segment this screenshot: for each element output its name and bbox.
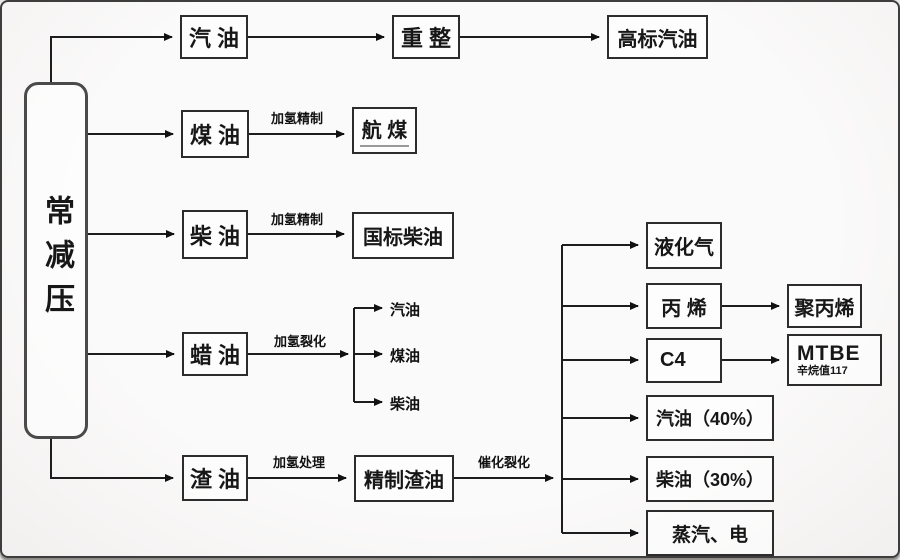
node-atmospheric-vacuum-distillation: 常减压 <box>24 82 88 439</box>
node-lpg: 液化气 <box>646 222 722 269</box>
node-label: 汽 油 <box>188 26 240 51</box>
node-label: 丙 烯 <box>661 297 707 320</box>
node-gasoline: 汽 油 <box>180 15 248 59</box>
node-reforming: 重 整 <box>392 15 460 59</box>
node-national-standard-diesel: 国标柴油 <box>352 212 454 259</box>
node-label: C4 <box>660 349 686 371</box>
node-label: 蒸汽、电 <box>671 524 748 546</box>
node-refined-residue: 精制渣油 <box>354 455 454 502</box>
node-label: 航 煤 <box>359 114 410 147</box>
hydrocracker-output-kerosene: 煤油 <box>390 348 421 365</box>
edge-label-hydrorefining-kerosene: 加氢精制 <box>270 111 323 126</box>
node-label: 聚丙烯 <box>794 297 855 320</box>
node-label: 柴油（30%） <box>655 470 765 490</box>
node-label: 液化气 <box>654 237 714 259</box>
node-kerosene: 煤 油 <box>181 110 249 158</box>
edge-label-hydrotreating: 加氢处理 <box>272 455 325 470</box>
node-octane-note: 辛烷值117 <box>797 364 848 377</box>
node-label: 重 整 <box>400 26 452 51</box>
node-fcc-gasoline-40pct: 汽油（40%） <box>646 395 774 441</box>
node-residue-oil: 渣 油 <box>182 455 248 501</box>
node-mtbe: MTBE 辛烷值117 <box>787 334 882 386</box>
node-c4: C4 <box>646 338 722 383</box>
node-label: 国标柴油 <box>363 227 443 249</box>
node-label: 精制渣油 <box>364 470 444 492</box>
node-label: MTBE <box>797 341 861 365</box>
node-label: 渣 油 <box>189 467 241 492</box>
edge-label-hydrocracking: 加氢裂化 <box>273 334 326 349</box>
node-label: 汽油（40%） <box>655 409 765 429</box>
node-diesel: 柴 油 <box>182 210 248 259</box>
node-label: 煤 油 <box>189 123 241 148</box>
node-jet-fuel: 航 煤 <box>352 107 417 154</box>
node-label: 常减压 <box>40 194 73 327</box>
edge-label-hydrorefining-diesel: 加氢精制 <box>270 212 323 227</box>
node-label: 柴 油 <box>189 223 241 249</box>
node-polypropylene: 聚丙烯 <box>787 284 862 328</box>
node-wax-oil: 蜡 油 <box>182 332 248 376</box>
hydrocracker-output-diesel: 柴油 <box>390 396 421 413</box>
node-high-grade-gasoline: 高标汽油 <box>607 15 708 59</box>
node-fcc-diesel-30pct: 柴油（30%） <box>646 456 774 502</box>
node-label: 蜡 油 <box>189 343 241 368</box>
edge-label-catalytic-cracking: 催化裂化 <box>477 455 530 470</box>
node-steam-electricity: 蒸汽、电 <box>646 510 774 556</box>
node-label: 高标汽油 <box>617 28 698 51</box>
node-propylene: 丙 烯 <box>646 283 722 329</box>
hydrocracker-output-gasoline: 汽油 <box>390 302 421 319</box>
